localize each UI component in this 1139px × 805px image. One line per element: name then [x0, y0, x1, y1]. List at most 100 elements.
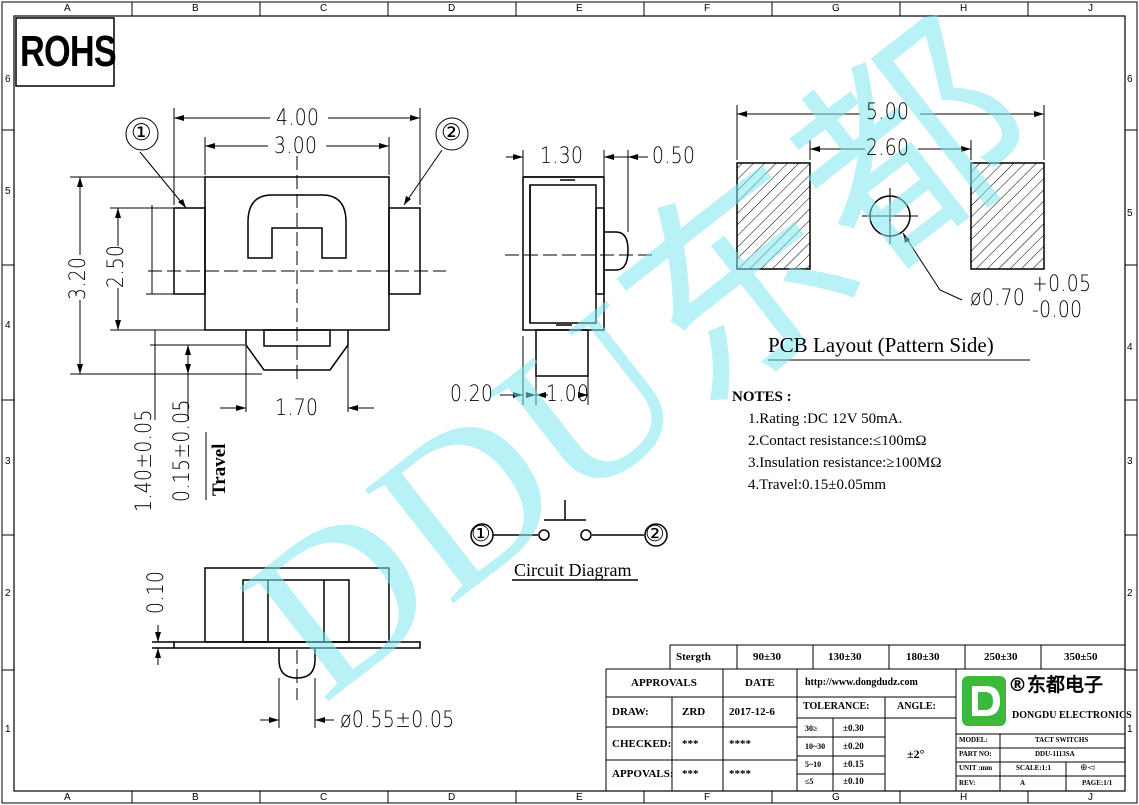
company-name-en: DONGDU ELECTRONICS — [1012, 710, 1132, 721]
body-depth-label: 1.30 — [540, 144, 584, 169]
side-view-arrows — [513, 154, 638, 398]
tol-value: ±0.10 — [843, 776, 864, 786]
circuit-title: Circuit Diagram — [514, 560, 632, 580]
row-label: 2 — [1127, 588, 1133, 599]
col-label: B — [192, 3, 199, 14]
tol-value: ±0.20 — [843, 741, 864, 751]
pitch-inner-label: 2.60 — [866, 136, 910, 161]
draw-date: 2017-12-6 — [729, 706, 775, 718]
col-label: H — [960, 3, 968, 14]
row-label: 4 — [5, 320, 11, 331]
top-view-arrows — [77, 115, 420, 411]
appovals-label: APPOVALS: — [612, 768, 674, 780]
col-label: E — [576, 3, 583, 14]
strength-value: 90±30 — [753, 651, 782, 663]
tol-range: 10~30 — [805, 742, 826, 751]
pin1-marker: ① — [131, 120, 152, 145]
row-label: 2 — [5, 588, 11, 599]
foot-label: 1.00 — [546, 382, 590, 407]
row-label: 1 — [1127, 724, 1133, 735]
appovals-date: **** — [729, 768, 751, 780]
hole-dia-label: ø0.70 — [970, 286, 1026, 311]
width-outer-label: 4.00 — [276, 106, 320, 131]
col-label: G — [832, 3, 840, 14]
travel-value-label: 0.15±0.05 — [170, 399, 195, 502]
scale-label: SCALE:1:1 — [1016, 764, 1052, 772]
checked-label: CHECKED: — [612, 738, 672, 750]
col-label: E — [576, 792, 583, 803]
actuator-width-label: 1.70 — [275, 396, 319, 421]
col-label: B — [192, 792, 199, 803]
col-label: H — [960, 792, 968, 803]
tol-value: ±0.30 — [843, 723, 864, 733]
pcb-dims — [736, 105, 1045, 361]
base-label: 0.20 — [450, 382, 494, 407]
col-label: C — [320, 792, 328, 803]
col-label: A — [64, 3, 71, 14]
pitch-outer-label: 5.00 — [866, 100, 910, 125]
strength-value: 250±30 — [984, 651, 1018, 663]
col-label: D — [448, 3, 456, 14]
col-label: A — [64, 792, 71, 803]
row-label: 1 — [5, 724, 11, 735]
pcb-layout-title: PCB Layout (Pattern Side) — [768, 333, 994, 357]
height-inner-label: 2.50 — [104, 244, 129, 288]
hole-tol-minus: -0.00 — [1032, 298, 1083, 323]
height-outer-label: 3.20 — [66, 256, 91, 300]
note-item: 1.Rating :DC 12V 50mA. — [748, 411, 903, 427]
row-label: 5 — [5, 186, 11, 197]
angle-value: ±2° — [907, 747, 925, 761]
part-value: DDU-1113SA — [1035, 750, 1075, 758]
note-item: 2.Contact resistance:≤100mΩ — [748, 433, 927, 449]
model-label: MODEL: — [959, 736, 988, 744]
row-label: 3 — [5, 456, 11, 467]
pin2-marker: ② — [441, 120, 462, 145]
draw-name: ZRD — [682, 706, 706, 718]
circuit-diagram — [470, 500, 668, 581]
bottom-view-arrows — [155, 632, 325, 723]
strength-label: Stergth — [676, 651, 711, 663]
checked-date: **** — [729, 738, 751, 750]
tol-range: 5~10 — [805, 760, 822, 769]
col-label: J — [1088, 3, 1093, 14]
note-item: 3.Insulation resistance:≥100MΩ — [748, 455, 942, 471]
company-url: http://www.dongdudz.com — [805, 677, 918, 688]
strength-value: 130±30 — [828, 651, 862, 663]
rohs-badge: ROHS — [20, 27, 117, 76]
row-label: 6 — [5, 74, 11, 85]
circuit-pin1: ① — [471, 521, 491, 546]
date-header: DATE — [745, 677, 775, 689]
note-item: 4.Travel:0.15±0.05mm — [748, 477, 887, 493]
top-view-centerlines — [148, 156, 446, 380]
rev-label: REV: — [959, 779, 976, 787]
col-label: J — [1088, 792, 1093, 803]
checked-name: *** — [682, 738, 699, 750]
col-label: F — [704, 3, 711, 14]
approvals-header: APPROVALS — [631, 677, 697, 689]
actuator-depth-label: 0.50 — [652, 144, 696, 169]
pcb-arrows — [737, 111, 1044, 243]
page-label: PAGE:1/1 — [1082, 779, 1113, 787]
rohs-box — [15, 17, 115, 87]
model-value: TACT SWITCHS — [1035, 736, 1089, 744]
col-label: C — [320, 3, 328, 14]
tol-range: ≤5 — [805, 777, 814, 786]
col-label: G — [832, 792, 840, 803]
strength-value: 350±50 — [1064, 651, 1098, 663]
rev-value: A — [1020, 779, 1026, 787]
appovals-name: *** — [682, 768, 699, 780]
company-logo — [962, 676, 1006, 726]
tol-range: 30≥ — [805, 724, 818, 733]
unit-label: UNIT :mm — [959, 764, 993, 772]
col-label: D — [448, 792, 456, 803]
travel-label: Travel — [209, 443, 230, 496]
strength-value: 180±30 — [906, 651, 940, 663]
pcb-pads — [736, 162, 1045, 270]
angle-header: ANGLE: — [897, 701, 936, 712]
total-height-label: 1.40±0.05 — [132, 409, 157, 512]
row-label: 6 — [1127, 74, 1133, 85]
hole-tol-plus: +0.05 — [1032, 272, 1092, 297]
